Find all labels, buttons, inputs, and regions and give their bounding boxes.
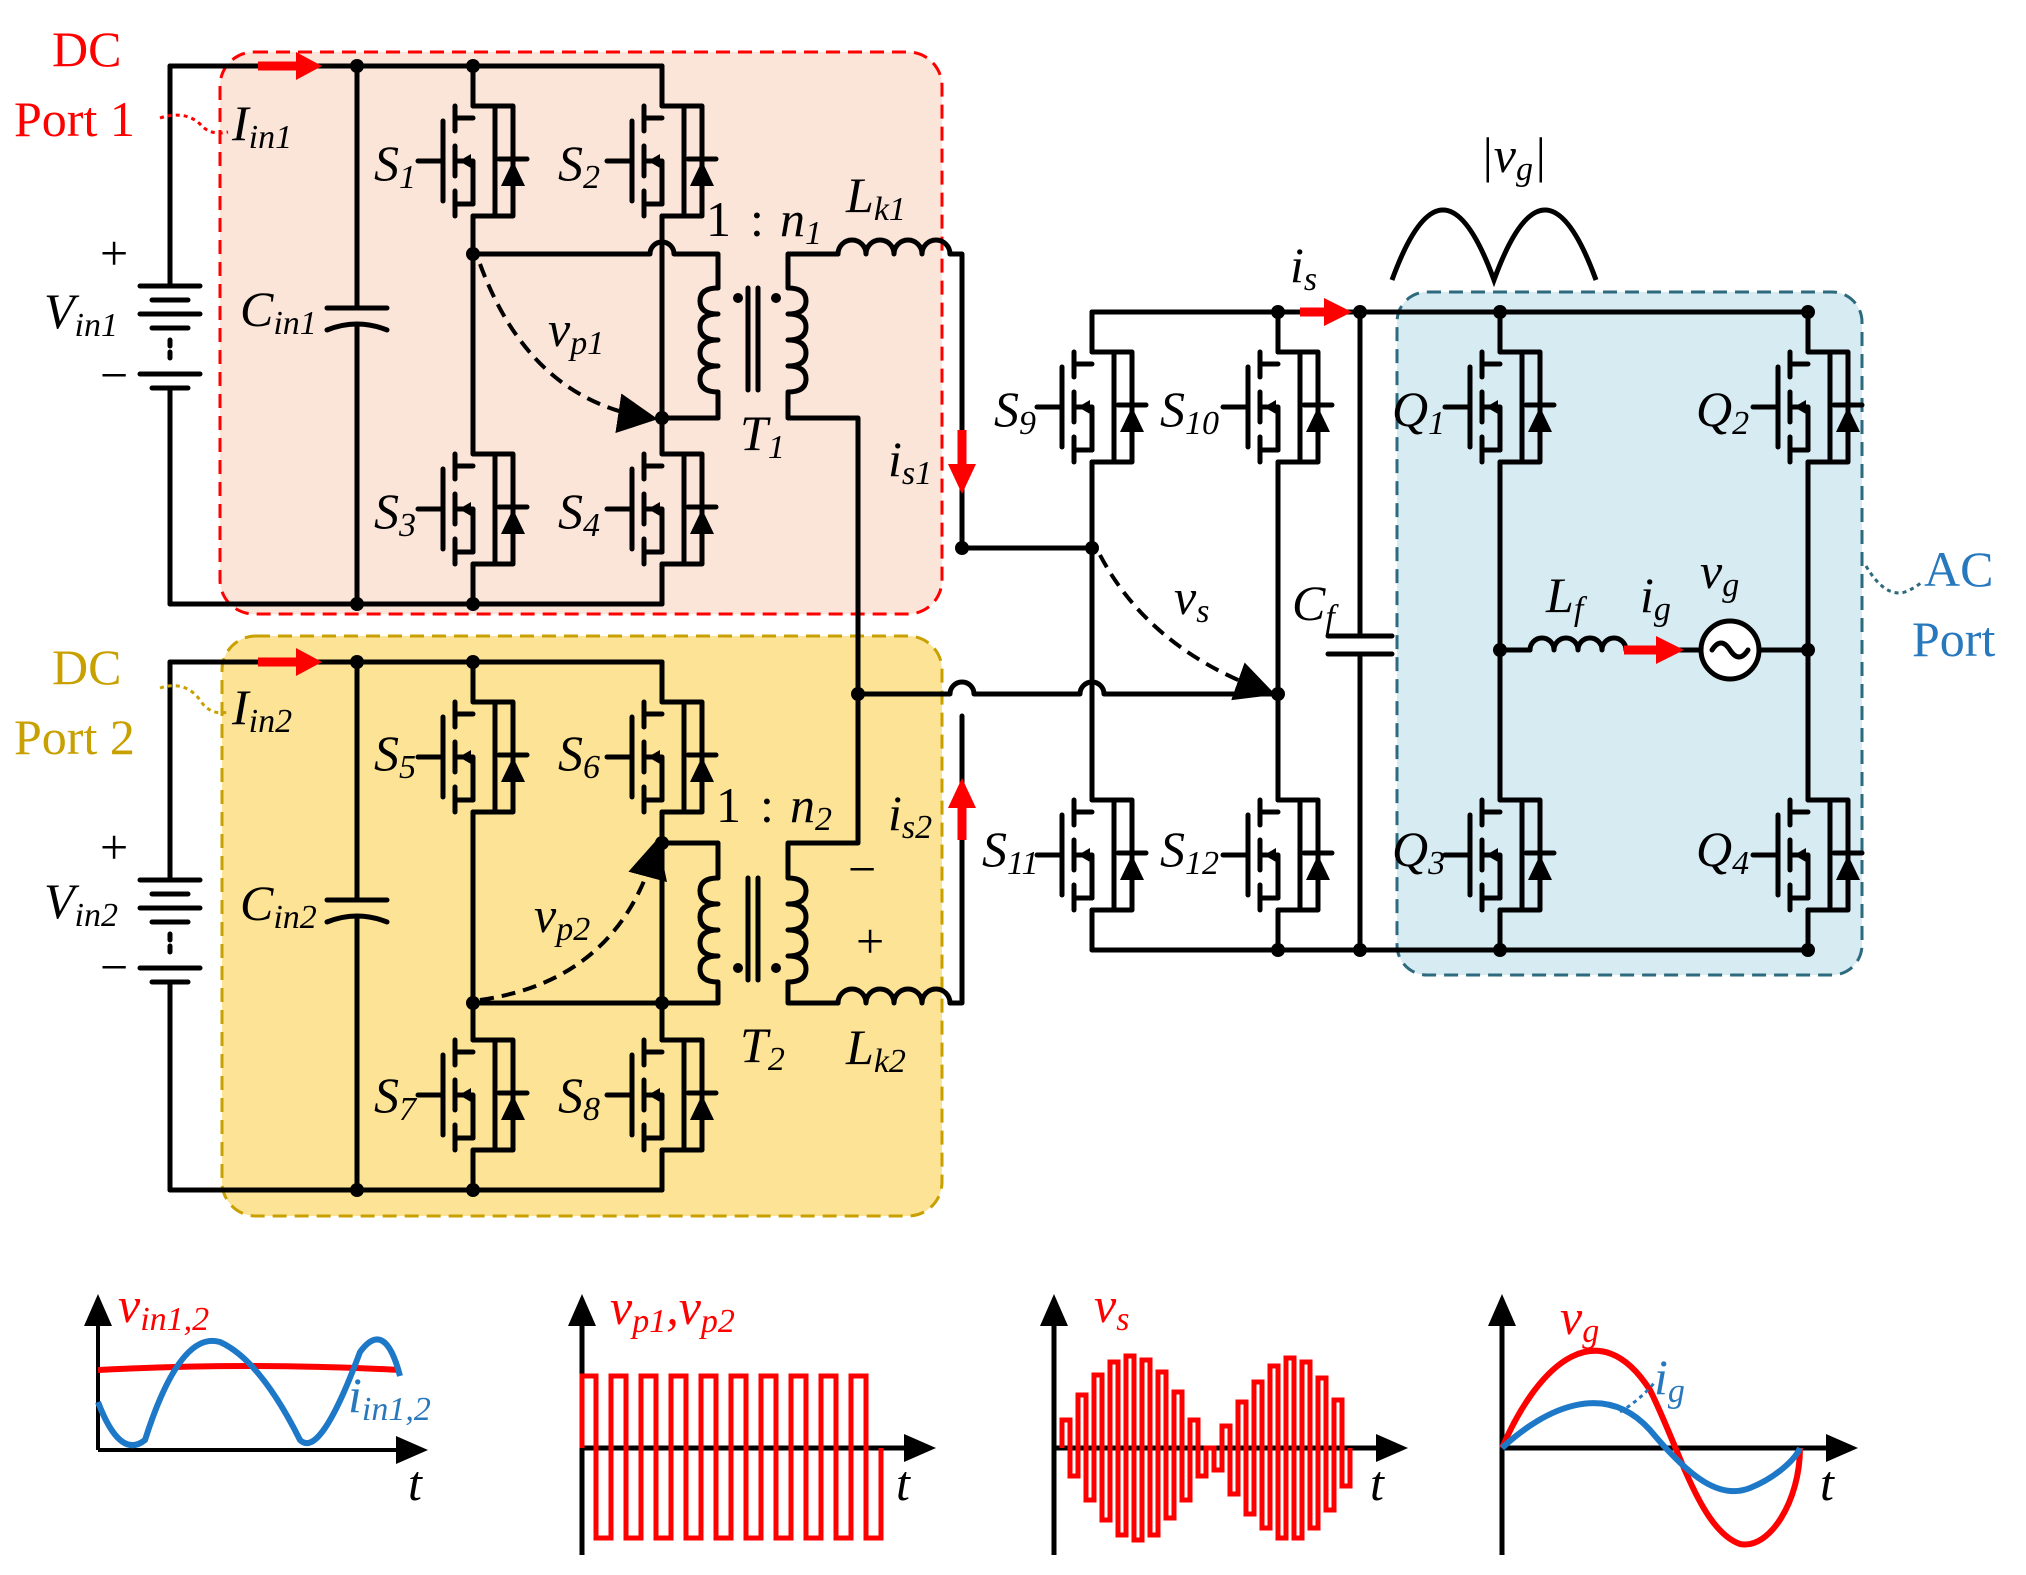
svg-text:is: is xyxy=(1290,237,1317,298)
plot-primary: vp1,vp2 t xyxy=(568,1279,936,1555)
dc-port1-label-2: Port 1 xyxy=(14,91,135,147)
svg-text:S11: S11 xyxy=(982,821,1038,882)
secondary-bridge xyxy=(851,298,1395,957)
svg-text:vs: vs xyxy=(1094,1277,1129,1338)
ac-port-label: AC xyxy=(1924,541,1993,597)
plot-input: vin1,2 iin1,2 t xyxy=(84,1277,431,1511)
dc-port2-region xyxy=(220,634,944,1218)
svg-text:S9: S9 xyxy=(994,381,1036,442)
svg-text:Q2: Q2 xyxy=(1696,381,1749,442)
svg-text:Lk1: Lk1 xyxy=(845,167,906,228)
svg-text:S12: S12 xyxy=(1160,821,1219,882)
dc-port2-circuit xyxy=(140,648,965,1197)
svg-text:|vg|: |vg| xyxy=(1480,127,1547,188)
svg-text:n2: n2 xyxy=(790,777,832,838)
svg-text:1: 1 xyxy=(716,777,741,833)
svg-text:Lk2: Lk2 xyxy=(845,1019,906,1080)
svg-text:S5: S5 xyxy=(374,725,416,786)
svg-text:vs: vs xyxy=(1174,569,1209,630)
svg-text:is2: is2 xyxy=(888,785,932,846)
svg-text:Q3: Q3 xyxy=(1392,821,1445,882)
svg-text:Q1: Q1 xyxy=(1392,381,1445,442)
svg-text:vg: vg xyxy=(1700,543,1739,604)
svg-text:S1: S1 xyxy=(374,135,416,196)
dc-port2-label-2: Port 2 xyxy=(14,709,135,765)
svg-text:S3: S3 xyxy=(374,483,416,544)
svg-text:Vin1: Vin1 xyxy=(44,283,118,344)
svg-text:ig: ig xyxy=(1654,1349,1685,1410)
svg-text:S8: S8 xyxy=(558,1067,600,1128)
svg-text:S4: S4 xyxy=(558,483,600,544)
svg-text:+: + xyxy=(856,913,884,969)
svg-text::: : xyxy=(750,191,764,247)
svg-text:iin1,2: iin1,2 xyxy=(348,1367,431,1428)
svg-text:ig: ig xyxy=(1640,567,1671,628)
svg-text:−: − xyxy=(100,347,128,403)
svg-text:Q4: Q4 xyxy=(1696,821,1749,882)
svg-text:t: t xyxy=(1370,1455,1385,1511)
dc-port1-label: DC xyxy=(52,21,121,77)
circuit-labels: DC Port 1 DC Port 2 AC Port Iin1 Iin2 Vi… xyxy=(14,21,1995,1128)
svg-text:vp2: vp2 xyxy=(534,887,590,948)
svg-text:S6: S6 xyxy=(558,725,600,786)
svg-text:vin1,2: vin1,2 xyxy=(118,1277,209,1338)
plot-grid: vg ig t xyxy=(1488,1289,1858,1555)
svg-text:Vin2: Vin2 xyxy=(44,873,118,934)
svg-text:T2: T2 xyxy=(740,1017,785,1078)
dc-port2-label: DC xyxy=(52,639,121,695)
svg-text:Cin2: Cin2 xyxy=(240,875,317,936)
svg-text::: : xyxy=(760,777,774,833)
waveform-insets: vin1,2 iin1,2 t vp1,vp2 t vs t xyxy=(84,1277,1858,1555)
svg-text:n1: n1 xyxy=(780,191,822,252)
svg-text:+: + xyxy=(100,819,128,875)
plot-secondary: vs t xyxy=(1040,1277,1408,1555)
dc-port1-region xyxy=(218,50,944,616)
svg-text:1: 1 xyxy=(706,191,731,247)
svg-text:S2: S2 xyxy=(558,135,600,196)
svg-text:Iin2: Iin2 xyxy=(231,679,292,740)
svg-text:vp1,vp2: vp1,vp2 xyxy=(610,1279,735,1340)
svg-text:is1: is1 xyxy=(888,431,932,492)
svg-text:Iin1: Iin1 xyxy=(231,95,292,156)
svg-text:−: − xyxy=(848,841,876,897)
svg-text:t: t xyxy=(408,1455,423,1511)
ac-inverter xyxy=(1357,207,1862,957)
svg-text:S7: S7 xyxy=(374,1067,418,1128)
svg-text:−: − xyxy=(100,939,128,995)
svg-text:Cin1: Cin1 xyxy=(240,281,317,342)
ac-port-label-2: Port xyxy=(1912,611,1995,667)
svg-text:vg: vg xyxy=(1560,1289,1599,1350)
svg-text:S10: S10 xyxy=(1160,381,1219,442)
svg-text:t: t xyxy=(896,1455,911,1511)
svg-text:T1: T1 xyxy=(740,405,785,466)
svg-text:t: t xyxy=(1820,1455,1835,1511)
svg-text:Cf: Cf xyxy=(1292,575,1339,636)
svg-text:+: + xyxy=(100,225,128,281)
svg-text:vp1: vp1 xyxy=(548,301,604,362)
